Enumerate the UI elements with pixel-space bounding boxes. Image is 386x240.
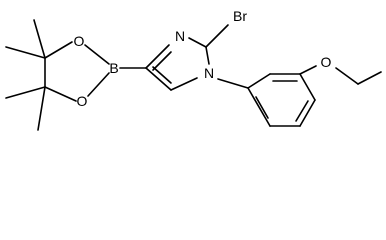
bond-ar-inner-2 [295,100,309,122]
atom-boron: B [109,60,118,76]
bond-ar-4 [299,99,316,127]
phenyl-ring-bonds [247,73,316,127]
bond-c2-br [205,24,229,48]
bond-o-bottom-c [44,86,77,102]
bond-n1-c5 [170,77,198,91]
atom-bromine: Br [233,8,247,24]
bond-c2-n1 [205,46,210,65]
bond-o-methyl [335,67,359,85]
bond-n3-c2 [188,37,207,48]
atom-nitrogen-imine: N [175,28,185,44]
bond-methyl-1 [33,19,46,59]
bond-methyl-end [357,71,382,85]
atom-labels: O O B N N Br O [74,8,332,109]
bond-c4-n3-inner [152,51,172,71]
bond-methyl-4 [37,86,46,131]
atom-oxygen-methoxy: O [321,54,332,70]
atom-oxygen-top: O [74,33,85,49]
imidazole-ring-bonds [145,37,210,91]
bond-methyl-3 [5,86,46,99]
molecule-drawing: O O B N N Br O [5,8,382,131]
bond-b-o-top [84,44,110,65]
bond-ar-o [299,65,317,75]
atom-nitrogen-aryl: N [204,65,214,81]
bond-ar-inner-3 [255,96,269,119]
bond-ar-6 [247,87,271,127]
bond-c4-n3 [145,44,170,69]
bond-methyl-2 [5,46,46,59]
bond-b-o-bottom [87,72,110,97]
atom-oxygen-bottom: O [77,93,88,109]
pinacol-ring-bonds [5,19,110,131]
structure-canvas: O O B N N Br O [5,8,382,131]
bond-ar-3 [299,73,316,101]
bond-c5-c4-inner [152,66,172,84]
bond-ar-1 [247,73,271,89]
bond-n1-aryl [217,78,249,89]
bond-c5-c4 [145,67,172,91]
bond-o-top-c [44,41,73,59]
